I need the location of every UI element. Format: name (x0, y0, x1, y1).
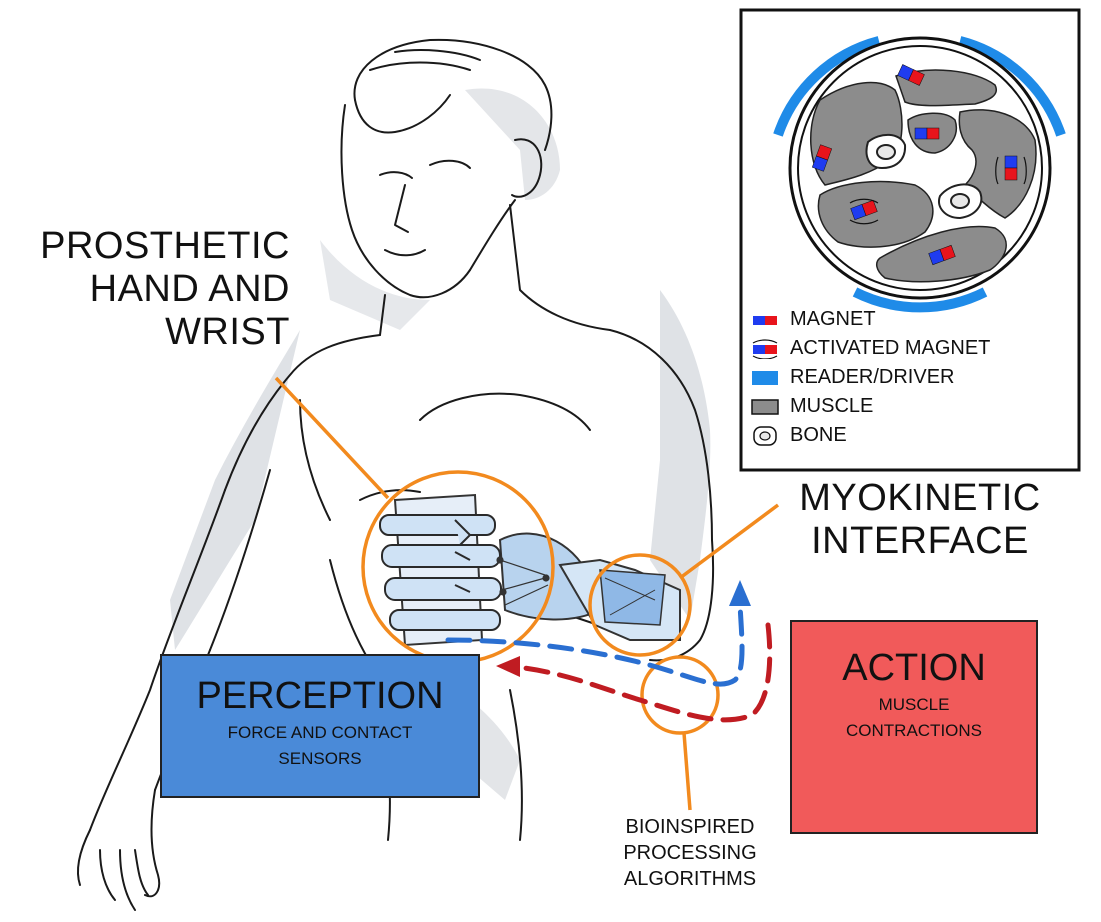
action-subtitle-line1: MUSCLE (878, 695, 950, 714)
magnet-icon (750, 309, 780, 331)
myokinetic-interface-circle (588, 553, 692, 657)
bone-shapes (865, 133, 983, 220)
perception-arrow-blue (445, 602, 745, 687)
action-title: ACTION (842, 647, 986, 689)
activated-magnet-icon (750, 338, 780, 360)
perception-subtitle-line1: FORCE AND CONTACT (227, 723, 413, 742)
label-line: BIOINSPIRED (625, 816, 755, 838)
legend-label: BONE (790, 424, 847, 446)
label-line: PROSTHETIC (40, 225, 290, 267)
muscle-icon (750, 396, 780, 418)
legend-item-activated-magnet: ACTIVATED MAGNET (750, 334, 1070, 363)
prosthetic-leader-line (274, 376, 390, 500)
action-box: ACTION MUSCLE CONTRACTIONS (790, 620, 1038, 834)
human-figure (77, 38, 715, 911)
legend-item-bone: BONE (750, 421, 1070, 450)
legend-item-magnet: MAGNET (750, 305, 1070, 334)
perception-box: PERCEPTION FORCE AND CONTACT SENSORS (160, 654, 480, 798)
myokinetic-leader-line (678, 503, 780, 580)
bioinspired-circle (640, 655, 720, 735)
legend: MAGNET ACTIVATED MAGNET READER/DRIVER MU… (750, 305, 1070, 450)
bioinspired-label: BIOINSPIRED PROCESSING ALGORITHMS (590, 814, 790, 892)
activation-marks (849, 156, 1027, 225)
reader-driver-icon (750, 367, 780, 389)
red-arrowhead (496, 656, 520, 677)
blue-arrowhead (729, 580, 751, 606)
legend-label: MAGNET (790, 308, 876, 330)
prosthetic-hand-label: PROSTHETIC HAND AND WRIST (20, 225, 290, 354)
legend-item-muscle: MUSCLE (750, 392, 1070, 421)
prosthetic-hand (379, 493, 681, 647)
callout-circles (274, 376, 780, 811)
perception-subtitle-line2: SENSORS (278, 749, 362, 768)
label-line: PROCESSING (623, 842, 757, 864)
label-line: WRIST (165, 311, 290, 353)
bioinspired-leader-line (682, 732, 692, 811)
label-line: ALGORITHMS (623, 868, 757, 890)
legend-label: ACTIVATED MAGNET (790, 337, 991, 359)
signal-arrows (445, 602, 773, 723)
label-line: INTERFACE (811, 520, 1029, 562)
legend-label: READER/DRIVER (790, 366, 955, 388)
action-subtitle-line2: CONTRACTIONS (846, 721, 982, 740)
reader-driver-arcs (773, 36, 1066, 313)
myokinetic-interface-label: MYOKINETIC INTERFACE (775, 477, 1065, 563)
legend-label: MUSCLE (790, 395, 874, 417)
perception-title: PERCEPTION (196, 675, 444, 717)
legend-item-reader-driver: READER/DRIVER (750, 363, 1070, 392)
cross-section-inset (739, 8, 1081, 472)
label-line: HAND AND (89, 268, 290, 310)
bone-icon (750, 425, 780, 447)
action-arrow-red (502, 622, 773, 723)
label-line: MYOKINETIC (799, 477, 1041, 519)
magnets (811, 64, 1018, 266)
